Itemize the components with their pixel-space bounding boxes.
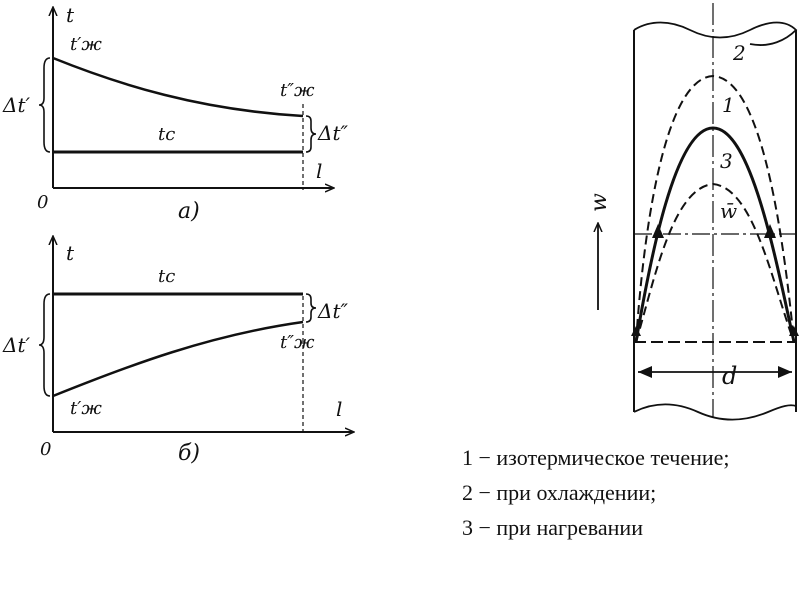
curve-3-label: 3 <box>720 149 733 173</box>
diagram-a-fluid-in-label: t′ж <box>70 34 102 55</box>
pipe-top-break <box>633 21 798 46</box>
diagram-b-origin: 0 <box>40 439 51 460</box>
mean-velocity-arrow-left <box>652 224 664 238</box>
curve-2-label: 2 <box>732 41 746 65</box>
profile-arrow-left-bottom <box>631 326 641 336</box>
diameter-label: d <box>722 362 737 390</box>
diameter-arrow-left <box>638 366 652 378</box>
curve-1-label: 1 <box>722 93 735 117</box>
diagram-b-t-label: t <box>66 241 75 265</box>
diameter-arrow-right <box>778 366 792 378</box>
diagram-b-delta-in-brace <box>38 293 51 397</box>
diagram-b-wall-label: tc <box>158 266 175 287</box>
diagram-a-delta-in-label: Δt′ <box>2 93 30 117</box>
legend-item-isothermal: 1 − изотермическое течение; <box>462 445 730 470</box>
profile-curve-2-cooling <box>635 74 795 343</box>
diagram-a-wall-label: tc <box>158 124 175 145</box>
diagram-a-caption: а) <box>178 199 200 224</box>
diagram-a-t-label: t <box>66 3 75 27</box>
diagram-b-delta-out-label: Δt″ <box>317 299 348 323</box>
pipe-bottom-break <box>633 403 797 421</box>
diagram-a-delta-out-brace <box>305 115 317 153</box>
diagram-a-l-label: l <box>316 159 322 183</box>
diagram-b: t l 0 tc t′ж t″ж Δt′ Δt″ б) <box>2 237 353 466</box>
velocity-axis-label: w <box>587 193 612 212</box>
mean-velocity-label: w̄ <box>720 199 737 223</box>
profile-curve-3-heating <box>635 182 795 343</box>
diagram-a-fluid-temperature-curve <box>52 56 304 118</box>
diagram-a-delta-out-label: Δt″ <box>317 121 348 145</box>
pipe-velocity-diagram: 2 1 3 w̄ w d <box>587 3 799 421</box>
legend-item-heating: 3 − при нагревании <box>462 515 643 540</box>
profile-curve-1-isothermal <box>634 126 796 343</box>
diagram-b-caption: б) <box>178 441 200 466</box>
profile-arrow-right-bottom <box>789 326 799 336</box>
diagram-a-delta-in-brace <box>38 57 51 153</box>
diagram-b-fluid-in-label: t′ж <box>70 398 102 419</box>
diagram-a-fluid-out-label: t″ж <box>280 80 315 101</box>
diagram-a: t l 0 t′ж t″ж tc Δt′ Δt″ а) <box>2 3 348 224</box>
diagram-a-origin: 0 <box>37 192 48 213</box>
diagram-b-delta-in-label: Δt′ <box>2 333 30 357</box>
diagram-b-delta-out-brace <box>305 293 317 323</box>
legend: 1 − изотермическое течение; 2 − при охла… <box>462 440 730 545</box>
diagram-b-fluid-out-label: t″ж <box>280 332 315 353</box>
diagram-b-l-label: l <box>336 397 342 421</box>
legend-item-cooling: 2 − при охлаждении; <box>462 480 657 505</box>
mean-velocity-arrow-right <box>764 224 776 238</box>
diagram-b-fluid-temperature-curve <box>52 320 304 398</box>
